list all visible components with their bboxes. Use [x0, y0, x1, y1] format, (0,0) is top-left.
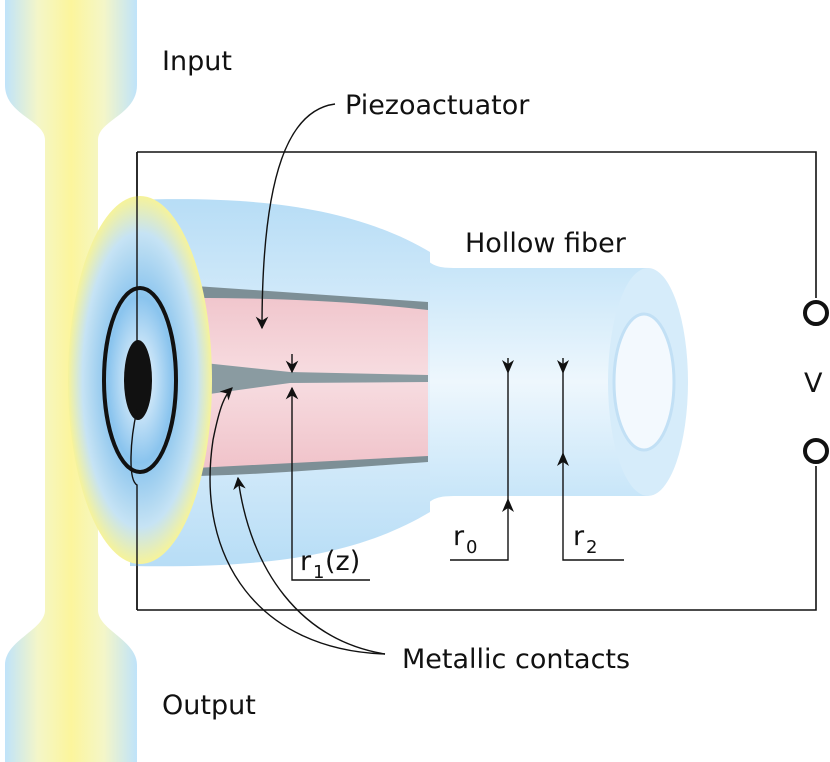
label-input: Input	[162, 46, 232, 77]
label-r1-argument: (z)	[325, 546, 360, 577]
piezo-arrow	[255, 103, 336, 330]
label-r1: r	[300, 546, 312, 577]
metallic-arrow-bottom	[233, 476, 386, 655]
label-metallic-contacts: Metallic contacts	[402, 644, 630, 675]
metallic-contact-center	[195, 362, 428, 396]
r2-arrowhead-bottom	[557, 452, 569, 466]
fiber-core-hole	[124, 340, 152, 420]
label-r0-subscript: 0	[466, 537, 477, 558]
wire-into-ring	[130, 152, 138, 610]
r0-arrowhead-top	[502, 360, 514, 374]
metallic-contact-bottom	[195, 456, 428, 476]
circuit-wire-top	[137, 151, 817, 298]
label-voltage: V	[804, 368, 823, 399]
label-r1-subscript: 1	[313, 562, 324, 583]
label-piezoactuator: Piezoactuator	[345, 90, 530, 121]
label-hollow-fiber: Hollow fiber	[465, 228, 627, 259]
hollow-fiber-body	[420, 250, 648, 514]
metallic-arrow-center	[209, 387, 386, 655]
hollow-fiber-bore	[612, 312, 676, 452]
label-r0: r	[453, 521, 465, 552]
r2-leader	[562, 460, 624, 561]
terminal-bottom	[803, 438, 829, 464]
circuit-wire-bottom	[137, 466, 817, 611]
r0-leader	[450, 505, 509, 561]
r1-leader	[291, 460, 370, 581]
label-output: Output	[162, 690, 256, 721]
r2-arrowhead-top	[557, 360, 569, 374]
terminal-top	[803, 300, 829, 326]
label-r2: r	[573, 521, 585, 552]
metallic-contact-top	[195, 286, 428, 310]
label-r2-subscript: 2	[586, 537, 597, 558]
electrode-ring	[102, 286, 178, 474]
